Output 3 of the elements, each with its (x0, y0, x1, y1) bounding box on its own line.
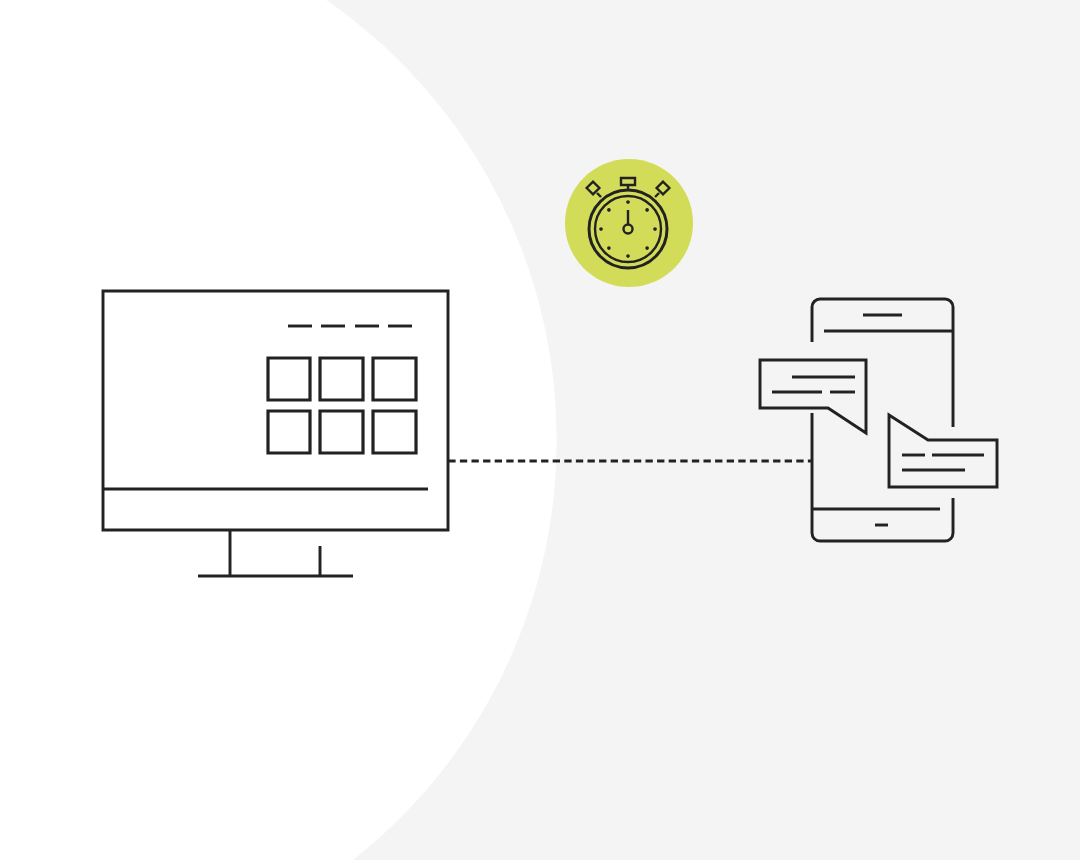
smartphone-drawing (758, 297, 999, 543)
monitor-drawing (101, 289, 450, 578)
connector-line (448, 459, 812, 463)
